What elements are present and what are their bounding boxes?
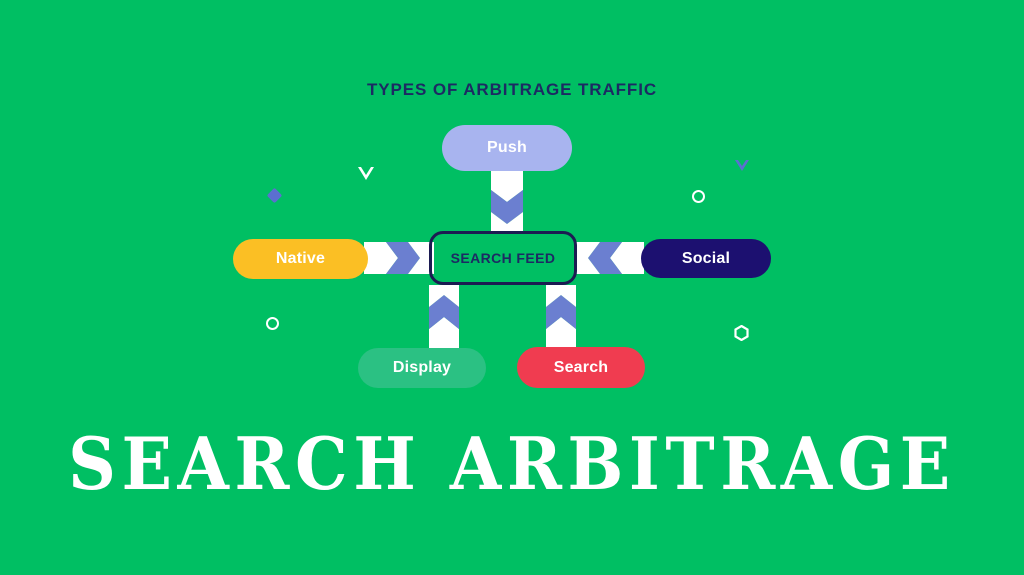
node-search-feed-label: SEARCH FEED xyxy=(450,250,556,266)
arbitrage-traffic-diagram: Push Native Social Display Search SEARCH… xyxy=(233,125,771,388)
node-social[interactable]: Social xyxy=(641,239,771,278)
connector-search-to-center xyxy=(546,285,576,349)
node-native[interactable]: Native xyxy=(233,239,368,279)
node-search-feed[interactable]: SEARCH FEED xyxy=(429,231,577,285)
poster-headline: SEARCH ARBITRAGE xyxy=(68,421,956,506)
node-display[interactable]: Display xyxy=(358,348,486,388)
node-push-label: Push xyxy=(487,139,527,156)
connector-push-to-center xyxy=(491,168,523,234)
node-native-label: Native xyxy=(275,250,326,267)
connector-native-to-center xyxy=(364,242,434,274)
section-title: TYPES OF ARBITRAGE TRAFFIC xyxy=(366,80,658,99)
connector-social-to-center xyxy=(574,242,644,274)
connector-display-to-center xyxy=(429,285,459,349)
node-push[interactable]: Push xyxy=(442,125,572,171)
node-search-label: Search xyxy=(553,358,609,376)
node-display-label: Display xyxy=(392,359,452,376)
node-social-label: Social xyxy=(681,249,731,267)
node-search[interactable]: Search xyxy=(517,347,645,388)
